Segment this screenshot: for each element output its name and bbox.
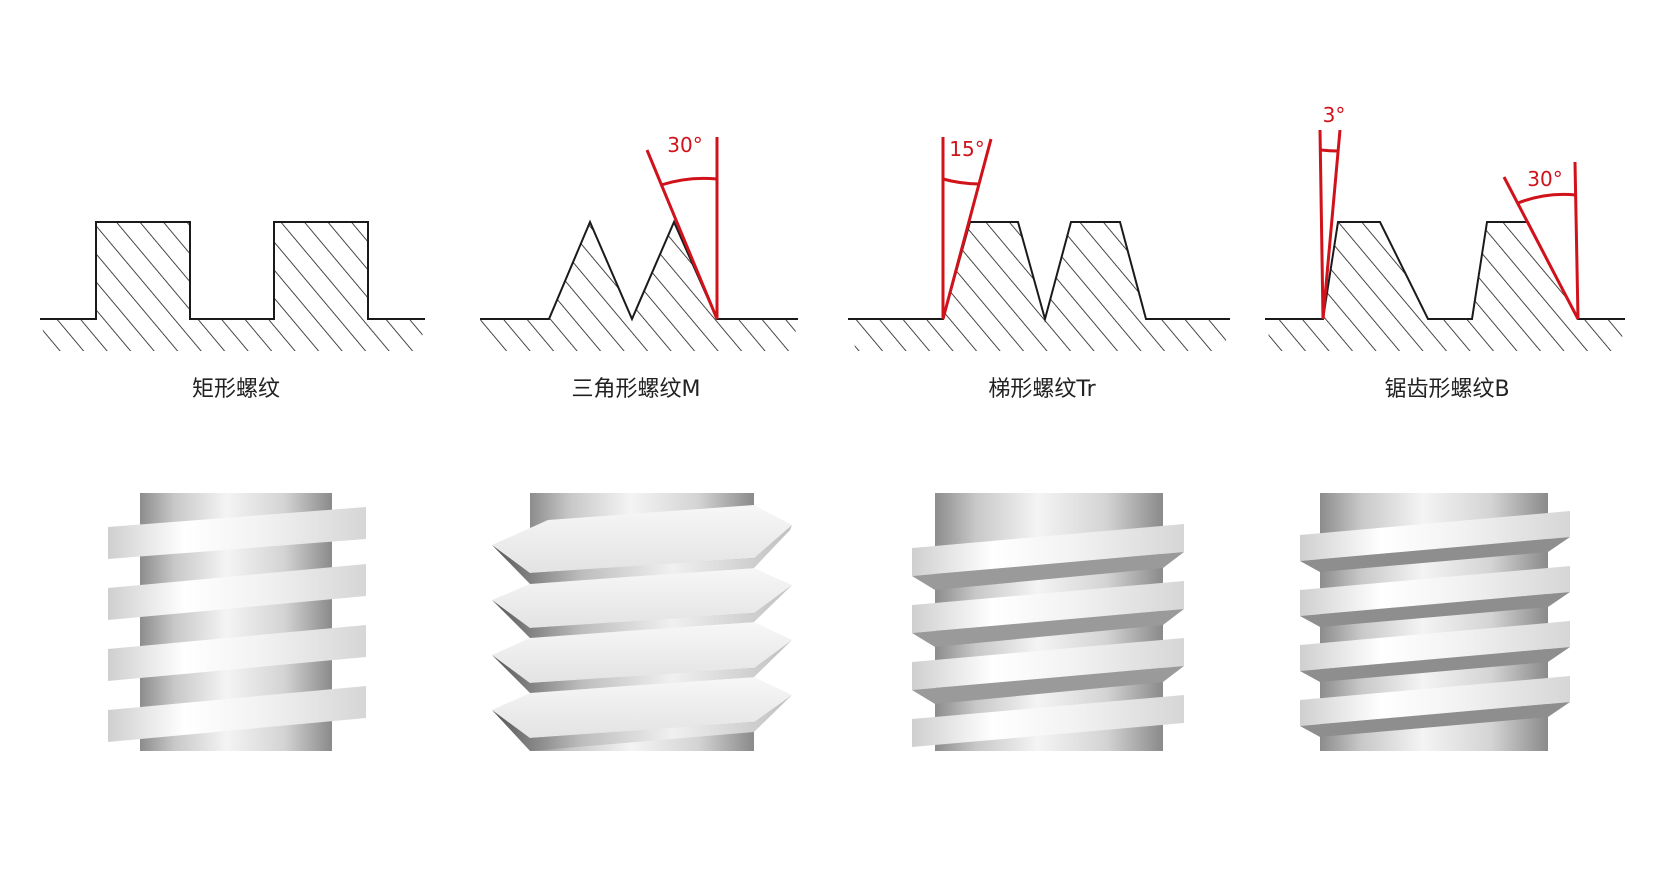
angle-indicator-30: 30°: [645, 133, 719, 320]
rectangular-thread-label: 矩形螺纹: [192, 377, 280, 402]
buttress-thread-bolt: [1300, 493, 1570, 751]
triangular-thread-label: 三角形螺纹M: [572, 377, 701, 402]
trapezoidal-thread-label: 梯形螺纹Tr: [988, 377, 1096, 402]
angle-label-30-buttress: 30°: [1527, 167, 1562, 191]
buttress-thread-profile: 3° 30° 锯齿形螺纹B: [1265, 103, 1625, 402]
trapezoidal-thread-bolt: [912, 493, 1184, 751]
rectangular-thread-bolt: [108, 493, 366, 751]
angle-indicator-15: 15°: [941, 137, 993, 320]
trapezoidal-thread-profile: 15° 梯形螺纹Tr: [848, 137, 1230, 402]
buttress-thread-label: 锯齿形螺纹B: [1384, 377, 1509, 402]
angle-indicator-3: 3°: [1318, 103, 1346, 320]
rectangular-thread-profile: 矩形螺纹: [40, 221, 425, 402]
angle-label-30: 30°: [667, 133, 702, 157]
triangular-thread-profile: 30° 三角形螺纹M: [480, 133, 798, 402]
angle-label-3: 3°: [1323, 103, 1346, 127]
angle-label-15: 15°: [949, 137, 984, 161]
triangular-thread-bolt: [492, 493, 792, 751]
angle-indicator-30-buttress: 30°: [1502, 161, 1580, 320]
